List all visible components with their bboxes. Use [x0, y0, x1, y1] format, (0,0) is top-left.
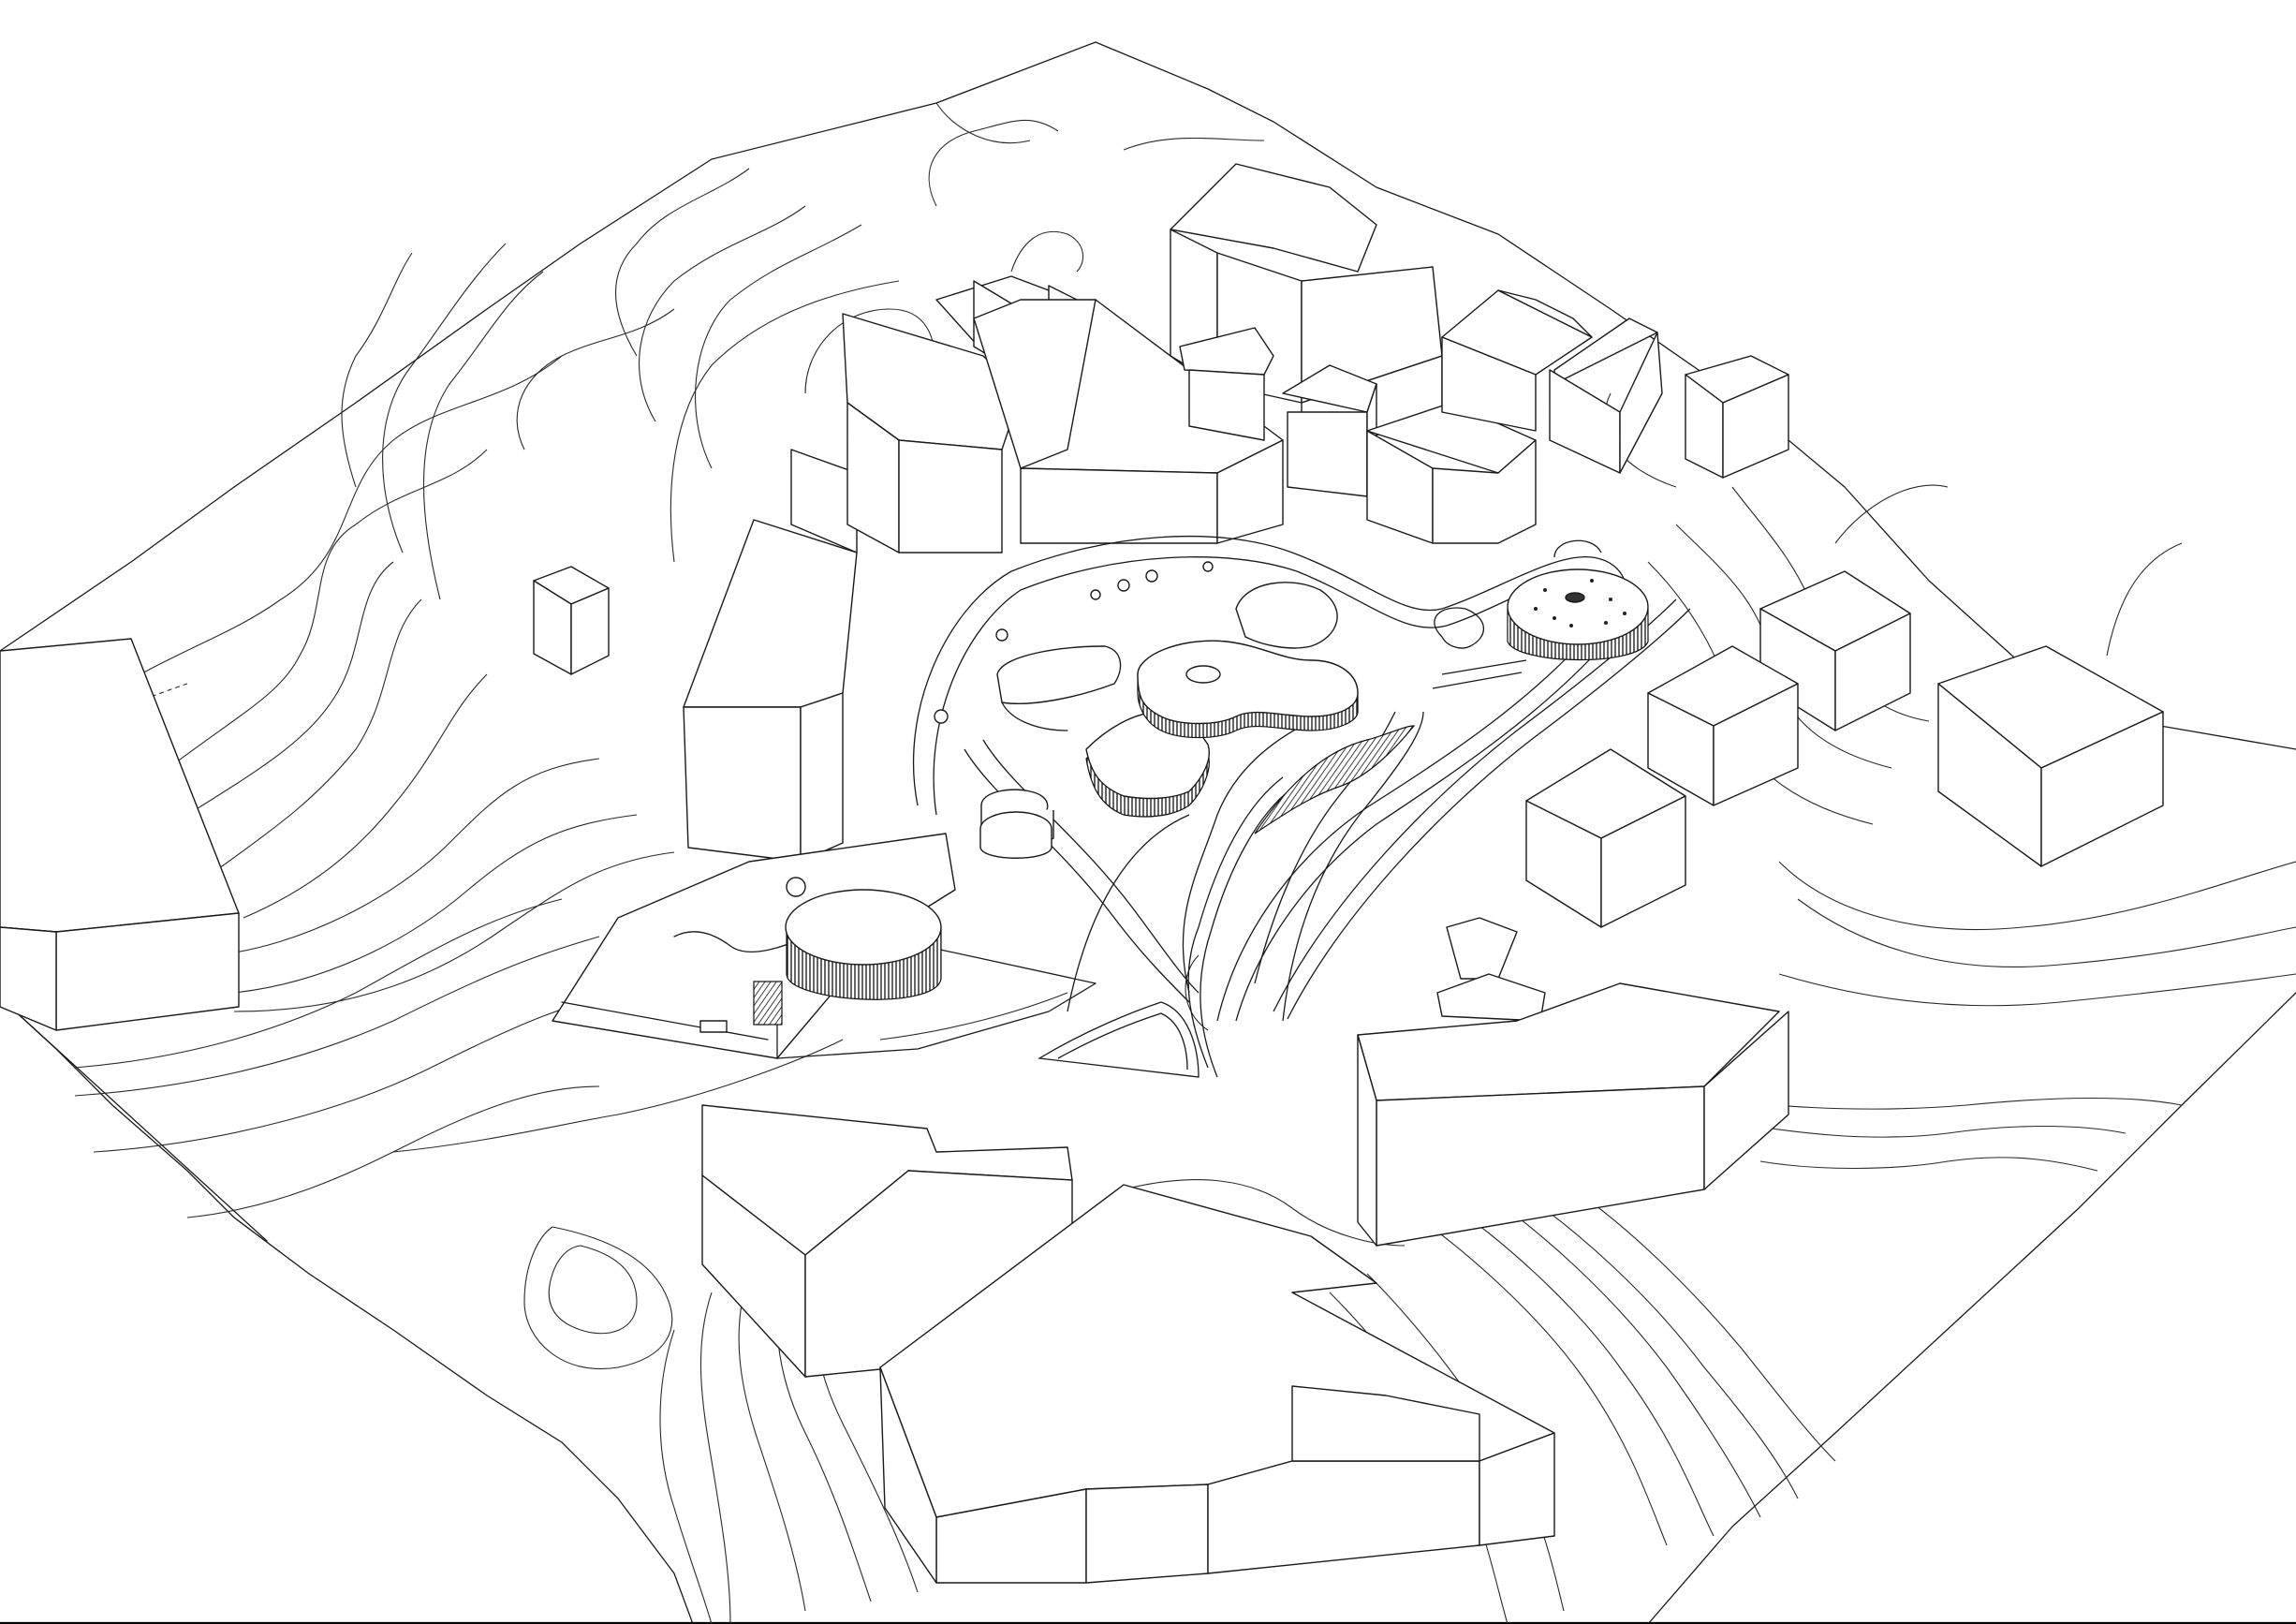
surrounding-buildings	[0, 163, 2164, 1584]
drum-building-west	[785, 889, 942, 1000]
central-campus-pavilions	[552, 535, 1691, 1078]
drum-building-east	[1507, 568, 1649, 661]
